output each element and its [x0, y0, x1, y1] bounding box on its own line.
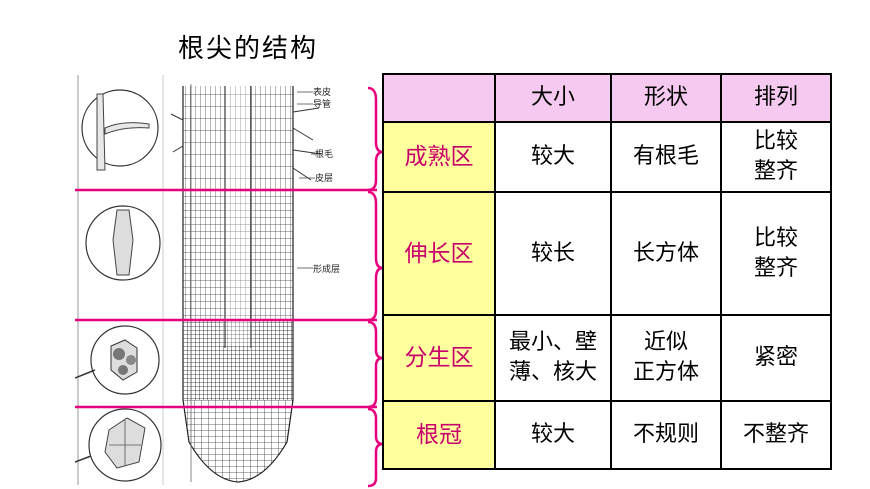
root-tip-diagram [75, 75, 385, 488]
label-cortex: 皮层 [315, 174, 334, 184]
zone-root-cap: 根冠 [382, 400, 496, 470]
cell-shape: 不规则 [610, 400, 722, 470]
header-size: 大小 [494, 73, 612, 123]
cell-arrangement: 不整齐 [720, 400, 832, 470]
header-shape: 形状 [610, 73, 722, 123]
table-row: 分生区 最小、壁 薄、核大 近似 正方体 紧密 [382, 314, 832, 402]
zone-maturation: 成熟区 [382, 121, 496, 193]
meristem-cell-inset [75, 325, 160, 395]
cell-size: 最小、壁 薄、核大 [494, 314, 612, 402]
zone-dividers [75, 188, 377, 409]
mature-cell-inset [81, 89, 159, 171]
table-row: 伸长区 较长 长方体 比较 整齐 [382, 191, 832, 316]
cell-size: 较大 [494, 400, 612, 470]
cell-shape: 有根毛 [610, 121, 722, 193]
cell-size: 较长 [494, 191, 612, 316]
table-row: 根冠 较大 不规则 不整齐 [382, 400, 832, 470]
cell-arrangement: 比较 整齐 [720, 121, 832, 193]
cell-arrangement: 紧密 [720, 314, 832, 402]
label-epidermis: 表皮 [313, 88, 332, 98]
label-root-hair: 根毛 [315, 150, 334, 160]
cell-shape: 近似 正方体 [610, 314, 722, 402]
root-body [170, 84, 322, 483]
cell-shape: 长方体 [610, 191, 722, 316]
page-title: 根尖的结构 [178, 34, 319, 64]
table-header-row: 大小 形状 排列 [382, 73, 832, 123]
structure-table: 大小 形状 排列 成熟区 较大 有根毛 比较 整齐 伸长区 较长 长方体 比较 … [382, 73, 832, 470]
rootcap-cell-inset [75, 408, 162, 482]
header-arrangement: 排列 [720, 73, 832, 123]
cell-arrangement: 比较 整齐 [720, 191, 832, 316]
zone-braces [367, 86, 385, 488]
table-row: 成熟区 较大 有根毛 比较 整齐 [382, 121, 832, 193]
label-vessel: 导管 [313, 100, 332, 110]
zone-meristem: 分生区 [382, 314, 496, 402]
header-empty-cell [382, 73, 496, 123]
elongation-cell-inset [85, 205, 161, 281]
zone-elongation: 伸长区 [382, 191, 496, 316]
cell-size: 较大 [494, 121, 612, 193]
label-cambium: 形成层 [313, 265, 341, 275]
